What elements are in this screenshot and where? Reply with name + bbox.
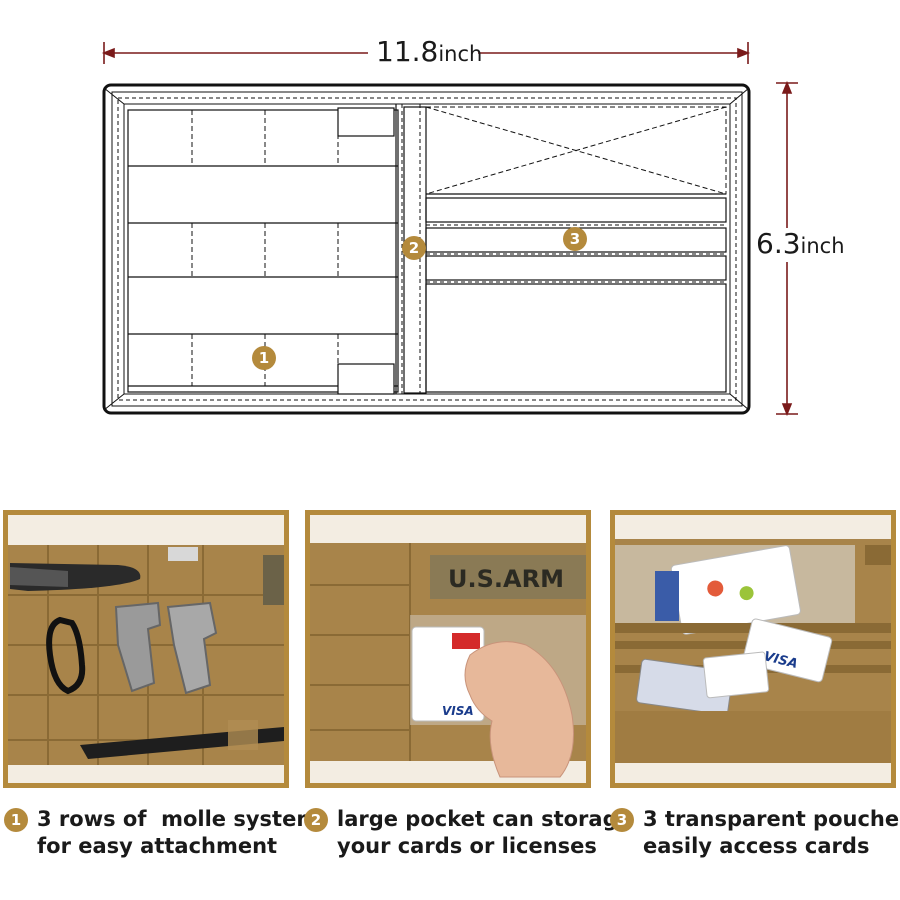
- width-value: 11.8: [376, 35, 439, 68]
- diagram-badge-1: 1: [252, 346, 276, 370]
- patch-text: U.S.ARM: [448, 565, 564, 593]
- feature-badge-3: 3: [610, 808, 634, 832]
- height-label: 6.3inch: [756, 230, 845, 258]
- photo-molle-system: [3, 510, 289, 788]
- width-dimension-line: [101, 42, 798, 417]
- feature-2-line1: large pocket can storage: [337, 807, 632, 831]
- feature-2-line2: your cards or licenses: [337, 834, 597, 858]
- feature-caption-1: 1 3 rows of molle system for easy attachm…: [4, 806, 318, 860]
- feature-caption-2: 2 large pocket can storage your cards or …: [304, 806, 632, 860]
- diagram-badge-2: 2: [402, 236, 426, 260]
- feature-3-line2: easily access cards: [643, 834, 870, 858]
- width-label: 11.8inch: [376, 38, 482, 66]
- feature-3-line1: 3 transparent pouches: [643, 807, 900, 831]
- feature-1-line1: 3 rows of molle system: [37, 807, 319, 831]
- organizer-diagram: [102, 83, 751, 415]
- feature-caption-3: 3 3 transparent pouches easily access car…: [610, 806, 900, 860]
- height-value: 6.3: [756, 227, 801, 260]
- diagram-badge-3: 3: [563, 227, 587, 251]
- height-unit: inch: [800, 234, 845, 258]
- feature-badge-2: 2: [304, 808, 328, 832]
- width-unit: inch: [438, 42, 483, 66]
- card-brand-text: VISA: [442, 704, 474, 718]
- feature-badge-1: 1: [4, 808, 28, 832]
- photo-transparent-pouches: VISA: [610, 510, 896, 788]
- photo-large-pocket: U.S.ARM VISA: [305, 510, 591, 788]
- feature-1-line2: for easy attachment: [37, 834, 278, 858]
